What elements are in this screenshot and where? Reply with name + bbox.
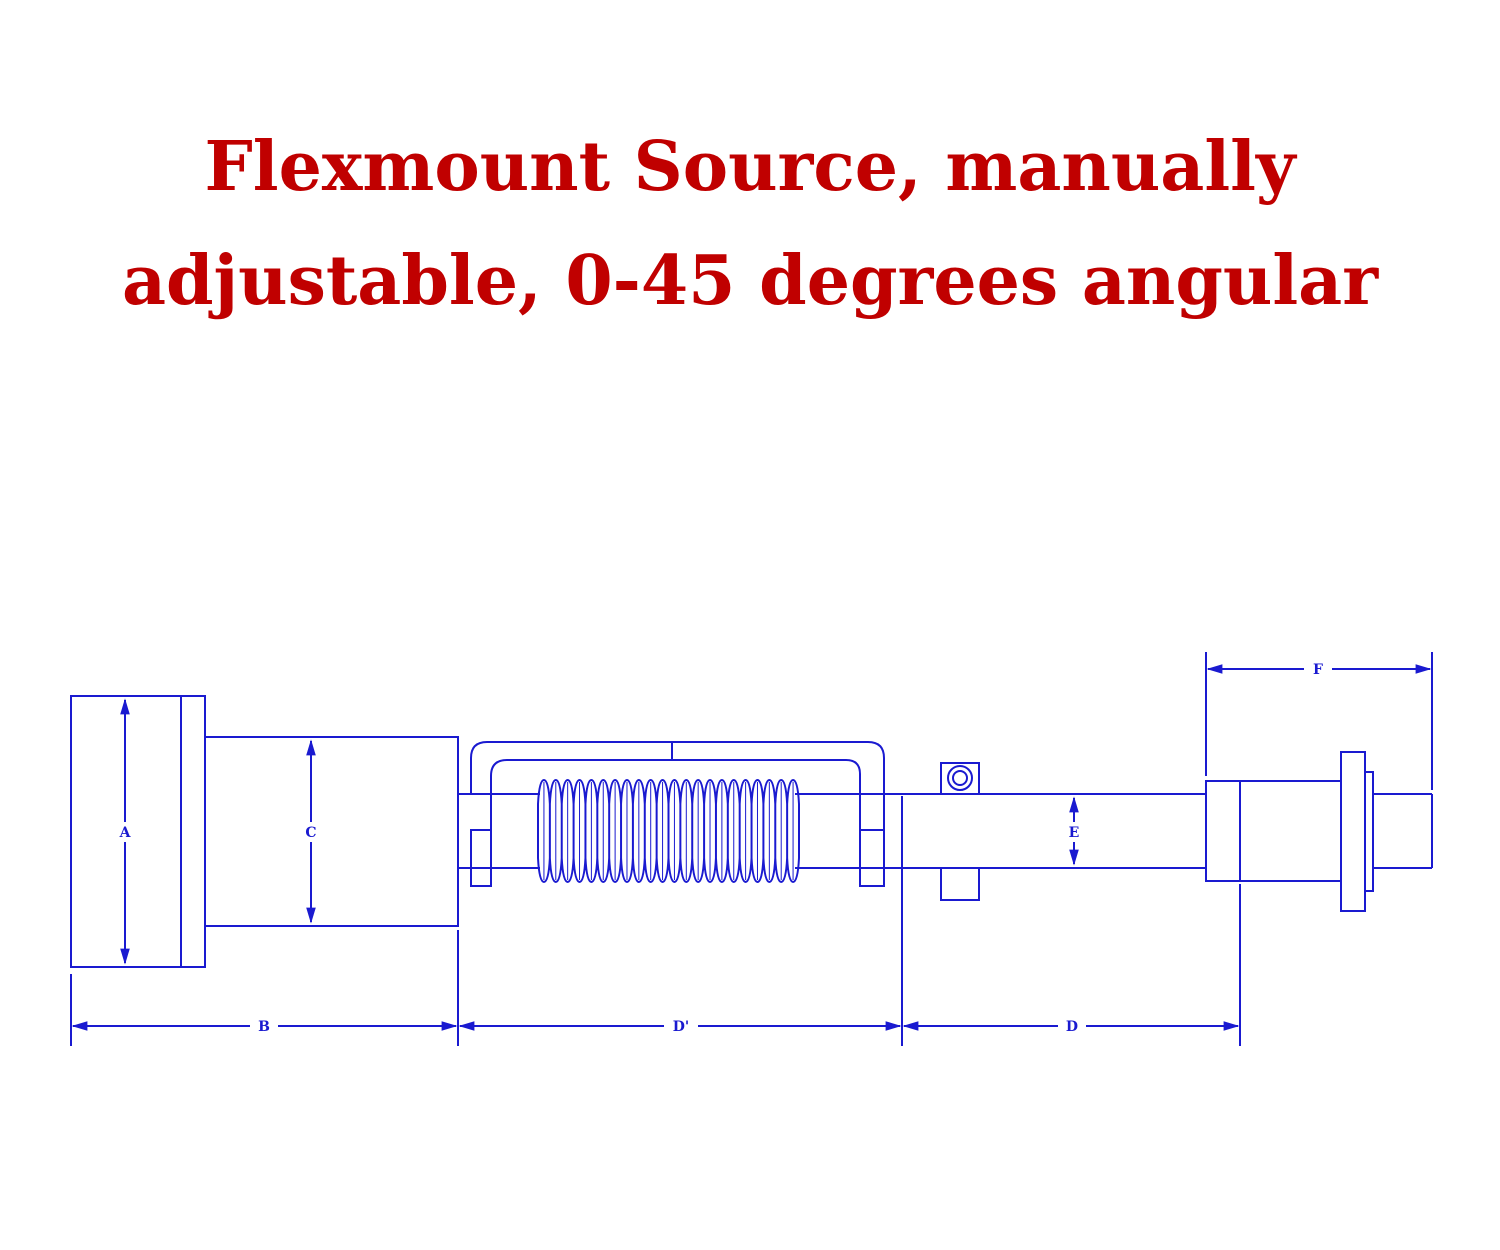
adjustment-bracket bbox=[470, 741, 885, 887]
extension-lines bbox=[70, 652, 1433, 1046]
page-title: Flexmount Source, manually adjustable, 0… bbox=[0, 110, 1500, 338]
inner-tube bbox=[458, 793, 902, 869]
clamp-block bbox=[940, 762, 980, 901]
title-line-1: Flexmount Source, manually bbox=[204, 127, 1296, 207]
dimension-f-label: F bbox=[1313, 662, 1323, 678]
dimension-d-prime-label: D' bbox=[673, 1019, 689, 1035]
title-line-2: adjustable, 0-45 degrees angular bbox=[121, 241, 1379, 321]
mounting-flange bbox=[70, 695, 206, 968]
bellows bbox=[537, 778, 800, 884]
source-housing bbox=[204, 736, 459, 927]
dimension-d-label: D bbox=[1066, 1019, 1078, 1035]
dimension-a-label: A bbox=[119, 825, 132, 841]
drive-tube bbox=[901, 793, 1207, 1046]
dimension-b-label: B bbox=[258, 1019, 270, 1035]
output-flange bbox=[1340, 751, 1433, 912]
dimension-c-label: C bbox=[305, 825, 316, 841]
coupling-sleeve bbox=[1205, 780, 1340, 882]
dimension-e-label: E bbox=[1069, 825, 1080, 841]
